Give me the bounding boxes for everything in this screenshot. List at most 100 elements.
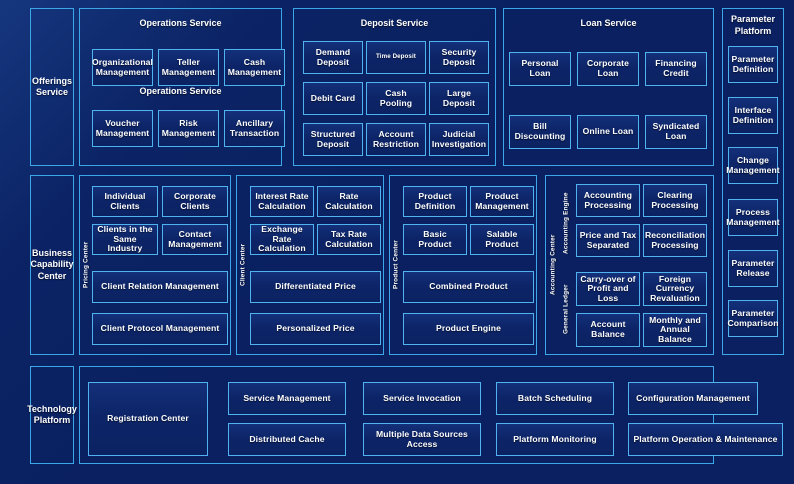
item-label: Organizational Management — [91, 56, 154, 77]
sidebar-item-parameter-definition[interactable]: Parameter Definition — [728, 46, 778, 83]
item-label: Process Management — [726, 206, 780, 227]
item-label: Individual Clients — [104, 190, 146, 211]
sidebar-item-process-management[interactable]: Process Management — [726, 199, 780, 236]
item-cash-management[interactable]: Cash Management — [224, 49, 285, 86]
item-label: Multiple Data Sources Access — [376, 428, 468, 449]
sidebar-item-parameter-comparison[interactable]: Parameter Comparison — [727, 300, 779, 337]
group-accounting-center — [545, 175, 714, 355]
item-bill-discounting[interactable]: Bill Discounting — [509, 115, 571, 149]
item-reconciliation-processing[interactable]: Reconciliation Processing — [643, 224, 707, 257]
item-organizational-management[interactable]: Organizational Management — [92, 49, 153, 86]
item-foreign-currency-revaluation[interactable]: Foreign Currency Revaluation — [643, 272, 707, 306]
item-label: Judicial Investigation — [431, 128, 487, 149]
item-personalized-price[interactable]: Personalized Price — [250, 313, 381, 345]
item-carry-over-of-profit-and-loss[interactable]: Carry-over of Profit and Loss — [576, 272, 640, 306]
item-label: Interest Rate Calculation — [255, 190, 309, 211]
item-security-deposit[interactable]: Security Deposit — [429, 41, 489, 74]
item-account-restriction[interactable]: Account Restriction — [366, 123, 426, 156]
item-batch-scheduling[interactable]: Batch Scheduling — [496, 382, 614, 415]
item-online-loan[interactable]: Online Loan — [577, 115, 639, 149]
item-demand-deposit[interactable]: Demand Deposit — [303, 41, 363, 74]
item-label: Parameter Release — [731, 257, 775, 278]
item-differentiated-price[interactable]: Differentiated Price — [250, 271, 381, 303]
item-label: Monthly and Annual Balance — [649, 314, 701, 344]
item-large-deposit[interactable]: Large Deposit — [429, 82, 489, 115]
item-tax-rate-calculation[interactable]: Tax Rate Calculation — [317, 224, 381, 255]
item-financing-credit[interactable]: Financing Credit — [645, 52, 707, 86]
item-label: Service Invocation — [383, 392, 461, 403]
item-label: Carry-over of Profit and Loss — [580, 273, 636, 303]
item-corporate-clients[interactable]: Corporate Clients — [162, 186, 228, 217]
item-judicial-investigation[interactable]: Judicial Investigation — [429, 123, 489, 156]
item-label: Combined Product — [429, 281, 508, 292]
item-product-engine[interactable]: Product Engine — [403, 313, 534, 345]
item-individual-clients[interactable]: Individual Clients — [92, 186, 158, 217]
item-structured-deposit[interactable]: Structured Deposit — [303, 123, 363, 156]
item-interest-rate-calculation[interactable]: Interest Rate Calculation — [250, 186, 314, 217]
group-subtitle-operations-service: Operations Service — [139, 86, 222, 96]
item-service-invocation[interactable]: Service Invocation — [363, 382, 481, 415]
item-client-protocol-management[interactable]: Client Protocol Management — [92, 313, 228, 345]
item-multiple-data-sources-access[interactable]: Multiple Data Sources Access — [363, 423, 481, 456]
item-basic-product[interactable]: Basic Product — [403, 224, 467, 255]
item-service-management[interactable]: Service Management — [228, 382, 346, 415]
group-client-center — [236, 175, 384, 355]
item-platform-monitoring[interactable]: Platform Monitoring — [496, 423, 614, 456]
item-label: Structured Deposit — [310, 128, 356, 149]
item-corporate-loan[interactable]: Corporate Loan — [577, 52, 639, 86]
item-price-and-tax-separated[interactable]: Price and Tax Separated — [576, 224, 640, 257]
item-label: Batch Scheduling — [517, 392, 593, 403]
item-product-management[interactable]: Product Management — [470, 186, 534, 217]
item-distributed-cache[interactable]: Distributed Cache — [228, 423, 346, 456]
item-label: Parameter Comparison — [727, 307, 779, 328]
item-label: Client Relation Management — [101, 281, 219, 292]
item-label: Reconciliation Processing — [644, 229, 706, 250]
item-label: Contact Management — [168, 228, 222, 249]
item-monthly-and-annual-balance[interactable]: Monthly and Annual Balance — [643, 313, 707, 347]
item-label: Cash Pooling — [379, 87, 413, 108]
item-voucher-management[interactable]: Voucher Management — [92, 110, 153, 147]
item-client-relation-management[interactable]: Client Relation Management — [92, 271, 228, 303]
item-label: Financing Credit — [655, 58, 697, 78]
item-label: Accounting Processing — [583, 189, 633, 210]
item-exchange-rate-calculation[interactable]: Exchange Rate Calculation — [250, 224, 314, 255]
group-vlabel-pricing-center: Pricing Center — [82, 241, 90, 289]
item-risk-management[interactable]: Risk Management — [158, 110, 219, 147]
group-title-operations-service: Operations Service — [139, 18, 222, 28]
item-label: Price and Tax Separated — [579, 229, 637, 250]
item-combined-product[interactable]: Combined Product — [403, 271, 534, 303]
item-platform-operation-and-maintenance[interactable]: Platform Operation & Maintenance — [628, 423, 783, 456]
item-label: Platform Operation & Maintenance — [633, 433, 778, 444]
item-registration-center[interactable]: Registration Center — [88, 382, 208, 456]
item-accounting-processing[interactable]: Accounting Processing — [576, 184, 640, 217]
item-personal-loan[interactable]: Personal Loan — [509, 52, 571, 86]
item-label: Configuration Management — [636, 392, 750, 403]
item-clients-in-the-same-industry[interactable]: Clients in the Same Industry — [92, 224, 158, 255]
item-label: Service Management — [243, 392, 331, 403]
item-salable-product[interactable]: Salable Product — [470, 224, 534, 255]
item-configuration-management[interactable]: Configuration Management — [628, 382, 758, 415]
item-ancillary-transaction[interactable]: Ancillary Transaction — [224, 110, 285, 147]
group-loan-service — [503, 8, 714, 166]
sidebar-item-interface-definition[interactable]: Interface Definition — [728, 97, 778, 134]
item-syndicated-loan[interactable]: Syndicated Loan — [645, 115, 707, 149]
sidebar-item-change-management[interactable]: Change Management — [726, 147, 780, 184]
sidebar-title-parameter-platform: Parameter Platform — [722, 14, 784, 37]
item-product-definition[interactable]: Product Definition — [403, 186, 467, 217]
item-time-deposit[interactable]: Time Deposit — [366, 41, 426, 74]
item-label: Time Deposit — [376, 53, 416, 61]
sidebar-parameter-platform — [722, 8, 784, 355]
item-rate-calculation[interactable]: Rate Calculation — [317, 186, 381, 217]
item-clearing-processing[interactable]: Clearing Processing — [643, 184, 707, 217]
item-label: Platform Monitoring — [513, 433, 597, 444]
item-teller-management[interactable]: Teller Management — [158, 49, 219, 86]
sidebar-item-parameter-release[interactable]: Parameter Release — [728, 250, 778, 287]
item-label: Personal Loan — [521, 58, 559, 78]
item-account-balance[interactable]: Account Balance — [576, 313, 640, 347]
item-debit-card[interactable]: Debit Card — [303, 82, 363, 115]
item-label: Basic Product — [418, 228, 452, 249]
item-cash-pooling[interactable]: Cash Pooling — [366, 82, 426, 115]
item-contact-management[interactable]: Contact Management — [162, 224, 228, 255]
item-label: Ancillary Transaction — [229, 117, 280, 138]
item-label: Large Deposit — [442, 87, 476, 108]
